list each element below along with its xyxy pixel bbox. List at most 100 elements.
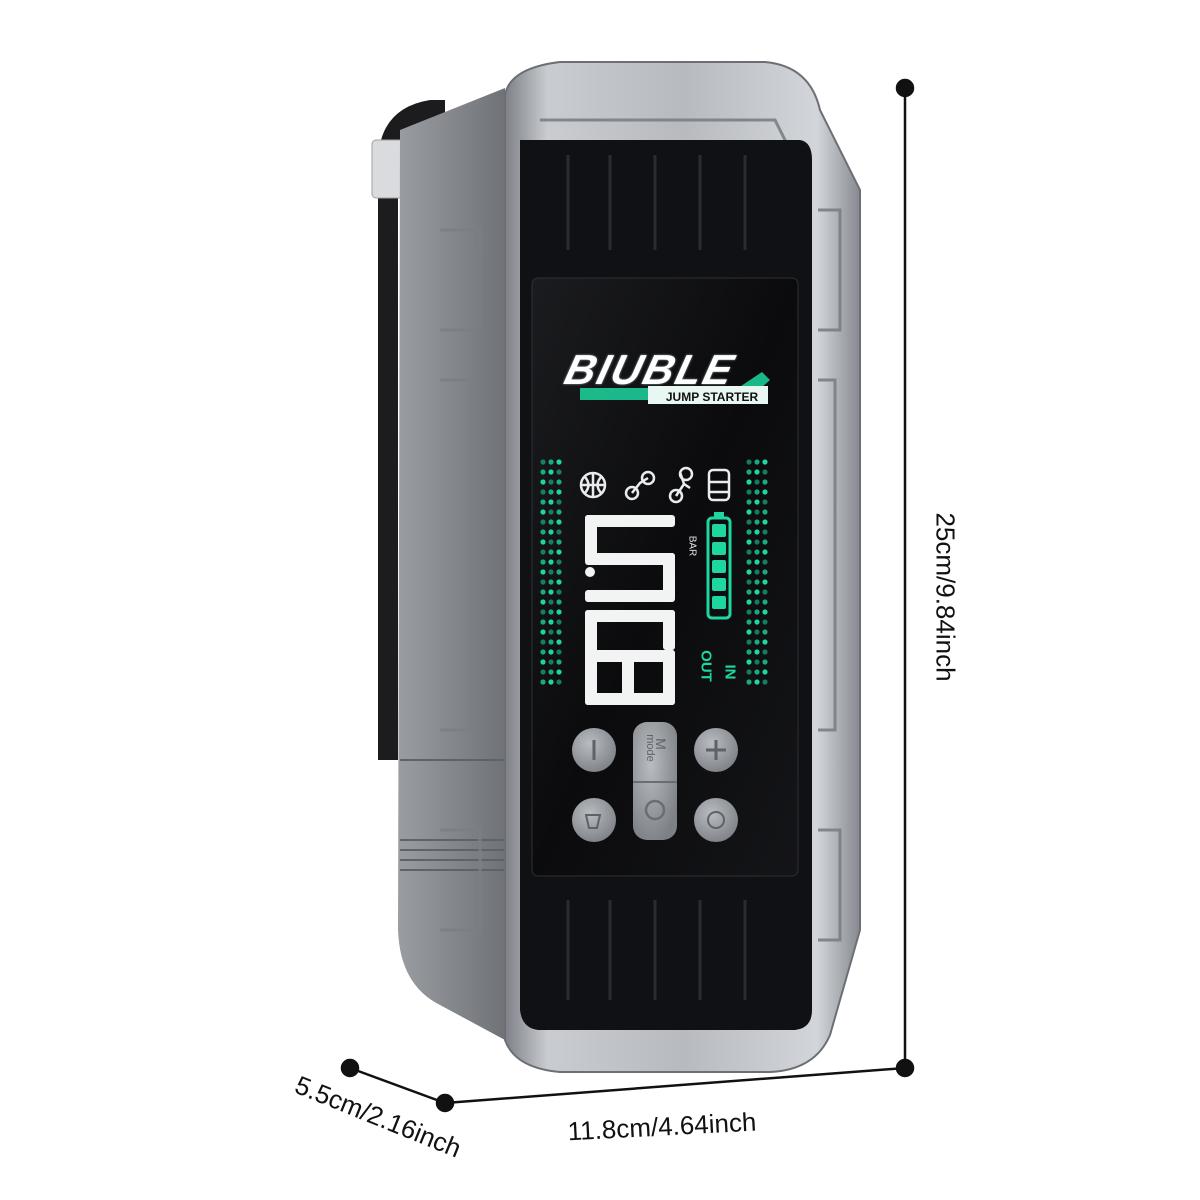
indicator-dot xyxy=(556,619,562,625)
indicator-dot xyxy=(762,599,768,605)
indicator-dot xyxy=(762,549,768,555)
indicator-dot xyxy=(746,569,752,575)
indicator-dot xyxy=(556,609,562,615)
indicator-dot xyxy=(762,529,768,535)
indicator-dot xyxy=(746,519,752,525)
indicator-dot xyxy=(754,599,760,605)
indicator-dot xyxy=(746,579,752,585)
indicator-dot xyxy=(556,599,562,605)
indicator-dot xyxy=(540,579,546,585)
height-dimension-label: 25cm/9.84inch xyxy=(930,512,961,682)
indicator-dot xyxy=(540,549,546,555)
right-indicator-dots xyxy=(746,459,768,685)
indicator-dot xyxy=(746,489,752,495)
dimension-lines xyxy=(340,78,915,1113)
indicator-dot xyxy=(556,559,562,565)
indicator-dot xyxy=(746,499,752,505)
indicator-dot xyxy=(540,499,546,505)
indicator-dot xyxy=(746,509,752,515)
indicator-dot xyxy=(762,459,768,465)
indicator-dot xyxy=(556,659,562,665)
indicator-dot xyxy=(746,659,752,665)
indicator-dot xyxy=(556,539,562,545)
label-out: OUT xyxy=(697,650,715,682)
indicator-dot xyxy=(540,469,546,475)
battery-cell xyxy=(712,524,726,537)
indicator-dot xyxy=(556,679,562,685)
indicator-dot xyxy=(540,479,546,485)
indicator-dot xyxy=(754,579,760,585)
indicator-dot xyxy=(746,469,752,475)
indicator-dot xyxy=(548,569,554,575)
indicator-dot xyxy=(762,639,768,645)
battery-indicator xyxy=(706,512,732,620)
indicator-dot xyxy=(762,519,768,525)
indicator-dot xyxy=(556,639,562,645)
indicator-dot xyxy=(754,669,760,675)
indicator-dot xyxy=(762,489,768,495)
indicator-dot xyxy=(540,619,546,625)
indicator-dot xyxy=(746,649,752,655)
indicator-dot xyxy=(754,679,760,685)
indicator-dot xyxy=(556,519,562,525)
indicator-dot xyxy=(762,539,768,545)
indicator-dot xyxy=(746,479,752,485)
indicator-dot xyxy=(540,649,546,655)
indicator-dot xyxy=(540,659,546,665)
indicator-dot xyxy=(762,479,768,485)
mode-button-label: mode xyxy=(644,734,656,762)
indicator-dot xyxy=(548,489,554,495)
indicator-dot xyxy=(746,619,752,625)
indicator-dot xyxy=(746,589,752,595)
indicator-dot xyxy=(746,549,752,555)
indicator-dot xyxy=(762,559,768,565)
indicator-dot xyxy=(762,619,768,625)
indicator-dot xyxy=(540,529,546,535)
indicator-dot xyxy=(762,649,768,655)
indicator-dot xyxy=(556,649,562,655)
indicator-dot xyxy=(548,509,554,515)
indicator-dot xyxy=(754,469,760,475)
indicator-dot xyxy=(540,559,546,565)
indicator-dot xyxy=(548,579,554,585)
indicator-dot xyxy=(556,459,562,465)
indicator-dot xyxy=(762,569,768,575)
indicator-dot xyxy=(746,629,752,635)
indicator-dot xyxy=(540,589,546,595)
indicator-dot xyxy=(540,609,546,615)
indicator-dot xyxy=(746,639,752,645)
indicator-dot xyxy=(754,539,760,545)
indicator-dot xyxy=(762,659,768,665)
indicator-dot xyxy=(754,619,760,625)
indicator-dot xyxy=(762,509,768,515)
indicator-dot xyxy=(548,629,554,635)
indicator-dot xyxy=(746,559,752,565)
indicator-dot xyxy=(548,659,554,665)
indicator-dot xyxy=(754,459,760,465)
indicator-dot xyxy=(754,629,760,635)
motorcycle-icon xyxy=(668,466,694,504)
car-icon xyxy=(707,468,731,502)
indicator-dot xyxy=(754,569,760,575)
unit-button[interactable] xyxy=(694,798,738,842)
pressure-unit: BAR xyxy=(686,535,698,557)
indicator-dot xyxy=(754,639,760,645)
indicator-dot xyxy=(548,619,554,625)
indicator-dot xyxy=(548,499,554,505)
indicator-dot xyxy=(548,459,554,465)
indicator-dot xyxy=(746,669,752,675)
indicator-dot xyxy=(540,669,546,675)
indicator-dot xyxy=(556,479,562,485)
indicator-dot xyxy=(754,659,760,665)
indicator-dot xyxy=(540,509,546,515)
indicator-dot xyxy=(746,609,752,615)
indicator-dot xyxy=(548,539,554,545)
brand-logo-text: BIUBLE xyxy=(560,346,741,393)
pressure-digits xyxy=(585,515,675,705)
indicator-dot xyxy=(548,529,554,535)
indicator-dot xyxy=(754,529,760,535)
indicator-dot xyxy=(540,639,546,645)
light-button[interactable] xyxy=(572,798,616,842)
